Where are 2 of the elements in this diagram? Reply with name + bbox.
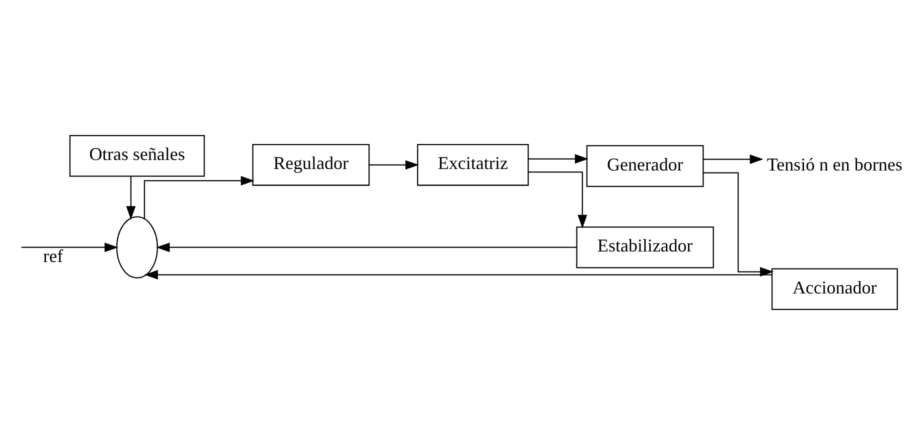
edge-label: ref	[42, 246, 63, 266]
edge-label: Tensió n en bornes	[766, 154, 902, 174]
